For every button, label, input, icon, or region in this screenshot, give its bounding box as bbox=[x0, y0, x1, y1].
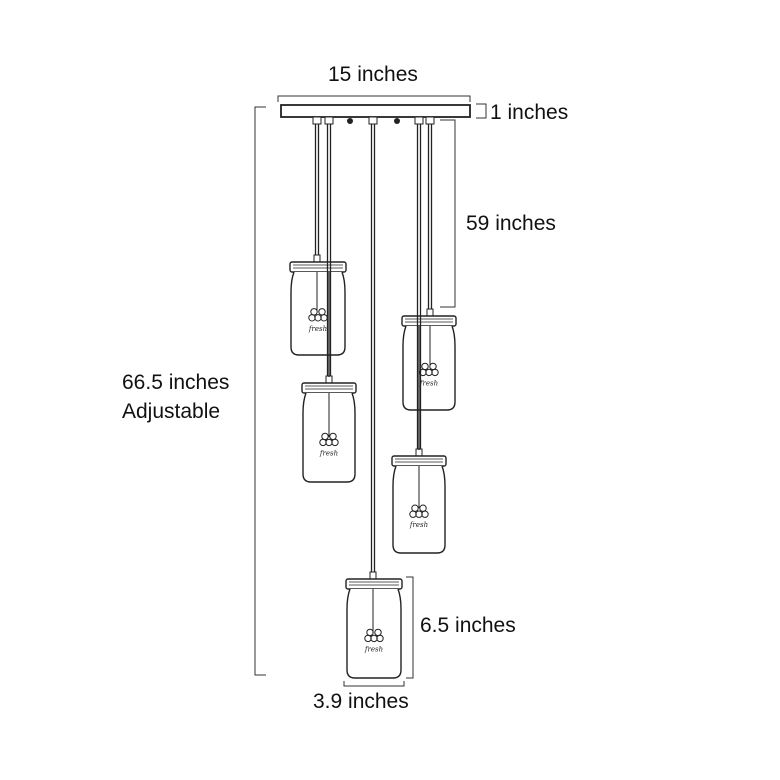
adjustable-note: Adjustable bbox=[122, 400, 221, 423]
overall-height-label: 66.5 inches bbox=[122, 371, 230, 394]
jar-height-dimension-line bbox=[406, 576, 414, 679]
canopy-screw-icon bbox=[347, 118, 353, 124]
jar-body bbox=[402, 325, 456, 411]
jar-height-label: 6.5 inches bbox=[420, 614, 516, 637]
cord-socket bbox=[312, 116, 322, 125]
lamp-holder bbox=[415, 448, 423, 457]
jar-emblem-flower-icon bbox=[331, 438, 339, 447]
jar-emblem-flower-icon bbox=[308, 314, 316, 322]
canopy-height-label: 1 inches bbox=[490, 101, 569, 124]
canopy-screw-icon bbox=[394, 118, 400, 124]
jar-body bbox=[392, 465, 446, 554]
jar-emblem-flower-icon bbox=[376, 634, 384, 643]
jar-lid bbox=[289, 261, 347, 273]
jar-emblem-text: fresh bbox=[319, 449, 338, 457]
jar-width-dimension-line bbox=[343, 681, 405, 687]
jar-lid bbox=[301, 382, 357, 394]
lamp-holder bbox=[325, 375, 333, 384]
lamp-holder bbox=[313, 254, 321, 263]
cord-socket bbox=[425, 116, 435, 125]
lamp-holder bbox=[426, 308, 434, 317]
jar-body bbox=[346, 588, 402, 679]
jar-lid bbox=[345, 578, 403, 590]
jar-emblem-text: fresh bbox=[409, 521, 428, 529]
cord-socket bbox=[368, 116, 378, 125]
lamp-holder bbox=[369, 571, 377, 580]
width-dimension-line bbox=[277, 95, 471, 102]
jar-emblem-text: fresh bbox=[308, 325, 327, 333]
canopy bbox=[280, 104, 471, 118]
width-label: 15 inches bbox=[328, 63, 418, 86]
jar-emblem-flower-icon bbox=[431, 368, 439, 377]
jar-width-label: 3.9 inches bbox=[313, 690, 409, 713]
jar-emblem-flower-icon bbox=[319, 438, 327, 447]
jar-emblem-flower-icon bbox=[364, 634, 372, 643]
jar-emblem-flower-icon bbox=[419, 368, 427, 377]
cord-length-dimension-line bbox=[440, 119, 456, 308]
cord-socket bbox=[324, 116, 334, 125]
jar-body bbox=[290, 271, 346, 356]
jar-emblem-flower-icon bbox=[409, 510, 417, 518]
jar-lid bbox=[401, 315, 457, 327]
cord-socket bbox=[414, 116, 424, 125]
jar-emblem-flower-icon bbox=[421, 510, 429, 518]
canopy-height-dimension-line bbox=[476, 103, 487, 119]
jar-emblem-text: fresh bbox=[364, 645, 383, 653]
cord-length-label: 59 inches bbox=[466, 212, 556, 235]
jar-lid bbox=[391, 455, 447, 467]
jar-emblem-text: fresh bbox=[419, 379, 438, 387]
overall-height-dimension-line bbox=[254, 106, 266, 676]
jar-body bbox=[302, 392, 356, 483]
